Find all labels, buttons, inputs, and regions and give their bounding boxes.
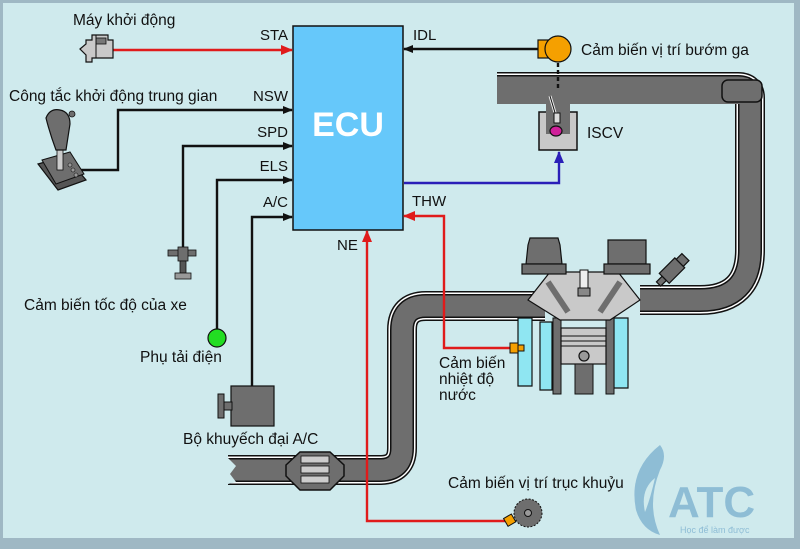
thw-label: THW bbox=[412, 193, 447, 210]
electrical-load-icon bbox=[207, 328, 227, 348]
nsw-label: NSW bbox=[253, 88, 289, 105]
els-label: ELS bbox=[260, 158, 288, 175]
ac-amplifier-icon bbox=[217, 385, 275, 427]
crank-position-sensor-icon bbox=[502, 498, 543, 528]
iscv-valve-head bbox=[549, 125, 563, 137]
sta-label: STA bbox=[260, 27, 288, 44]
catalytic-converter bbox=[285, 451, 345, 491]
ac-amplifier-label: Bộ khuyếch đại A/C bbox=[183, 431, 318, 448]
ecu-box bbox=[292, 25, 404, 231]
iscv-label: ISCV bbox=[587, 125, 624, 142]
logo-tagline: Học để làm được bbox=[680, 525, 750, 535]
spd-label: SPD bbox=[257, 124, 288, 141]
nsw-signal-line bbox=[80, 106, 293, 172]
iscv-valve bbox=[538, 95, 578, 151]
idl-label: IDL bbox=[413, 27, 436, 44]
starter-label: Máy khởi động bbox=[73, 12, 175, 29]
intake-pipe bbox=[497, 72, 765, 315]
speed-sensor-icon bbox=[167, 246, 197, 280]
logo-brand: ATC bbox=[668, 478, 755, 527]
els-signal-line bbox=[215, 176, 293, 330]
engine-block bbox=[517, 237, 690, 395]
ac-label: A/C bbox=[263, 194, 288, 211]
electrical-load-label: Phụ tải điện bbox=[140, 349, 222, 366]
ac-signal-line bbox=[250, 213, 293, 386]
coolant-sensor-label-3: nước bbox=[439, 387, 476, 404]
throttle-position-sensor-icon bbox=[537, 35, 572, 63]
iscv-control-line bbox=[404, 151, 564, 185]
atc-logo: ATC Học để làm được bbox=[634, 445, 755, 535]
gear-shifter-icon bbox=[36, 109, 88, 191]
starter-motor-icon bbox=[79, 34, 114, 63]
exhaust-pipe bbox=[228, 291, 545, 485]
spd-signal-line bbox=[181, 142, 293, 248]
ecu-label: ECU bbox=[312, 106, 384, 144]
speed-sensor-label: Cảm biến tốc độ của xe bbox=[24, 297, 187, 314]
thw-signal-line bbox=[403, 211, 512, 350]
neutral-switch-label: Công tắc khởi động trung gian bbox=[9, 88, 217, 105]
coolant-sensor-label-1: Cảm biến bbox=[439, 355, 505, 372]
ne-signal-line bbox=[362, 230, 510, 523]
coolant-temp-sensor-icon bbox=[509, 342, 525, 354]
throttle-sensor-label: Cảm biến vị trí bướm ga bbox=[581, 42, 749, 59]
coolant-sensor-label-2: nhiệt độ bbox=[439, 371, 494, 388]
ne-label: NE bbox=[337, 237, 358, 254]
crank-sensor-label: Cảm biến vị trí trục khuỷu bbox=[448, 475, 624, 492]
